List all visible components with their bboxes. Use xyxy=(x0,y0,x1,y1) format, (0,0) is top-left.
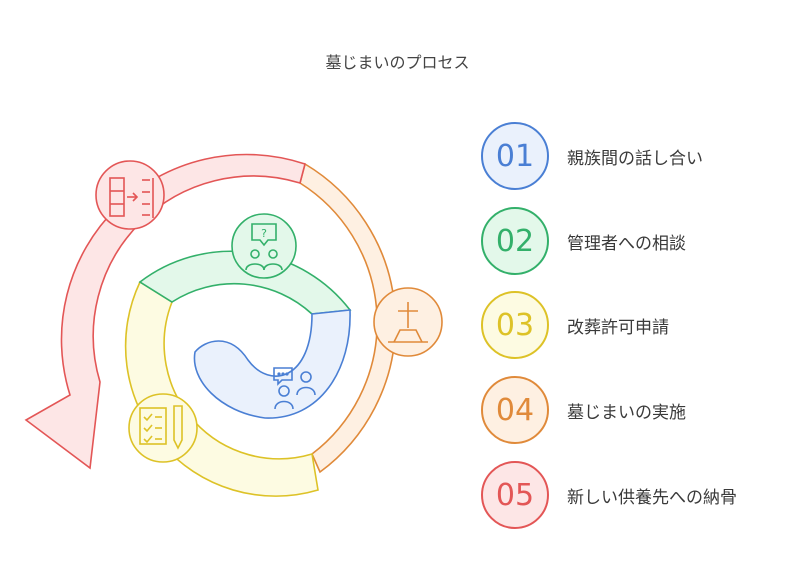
step-01: 01 親族間の話し合い xyxy=(481,120,781,192)
process-cycle-diagram: ? xyxy=(24,153,443,497)
step-number-badge: 03 xyxy=(481,291,549,359)
step-number-badge: 04 xyxy=(481,376,549,444)
step-label: 親族間の話し合い xyxy=(567,148,703,169)
question-people-icon: ? xyxy=(245,223,283,271)
stage-03-bubble xyxy=(128,393,198,463)
stage-04-arc xyxy=(299,162,397,474)
diagram-title: 墓じまいのプロセス xyxy=(325,53,470,72)
step-label: 新しい供養先への納骨 xyxy=(567,487,737,508)
grave-icon xyxy=(388,302,428,343)
step-number-badge: 05 xyxy=(481,461,549,529)
step-label: 管理者への相談 xyxy=(567,233,686,254)
step-label: 改葬許可申請 xyxy=(567,317,669,338)
stage-05-arrow xyxy=(24,153,306,470)
people-chat-icon xyxy=(273,367,316,410)
step-02: 02 管理者への相談 xyxy=(481,205,781,277)
step-03: 03 改葬許可申請 xyxy=(481,289,781,361)
svg-text:?: ? xyxy=(261,227,267,240)
step-number-badge: 02 xyxy=(481,207,549,275)
step-05: 05 新しい供養先への納骨 xyxy=(481,459,781,531)
step-number-badge: 01 xyxy=(481,122,549,190)
step-label: 墓じまいの実施 xyxy=(567,402,686,423)
stage-01-shape xyxy=(193,309,351,419)
checklist-pen-icon xyxy=(139,405,183,450)
transfer-list-icon xyxy=(109,177,154,218)
stage-02-arc xyxy=(138,250,352,315)
step-04: 04 墓じまいの実施 xyxy=(481,374,781,446)
